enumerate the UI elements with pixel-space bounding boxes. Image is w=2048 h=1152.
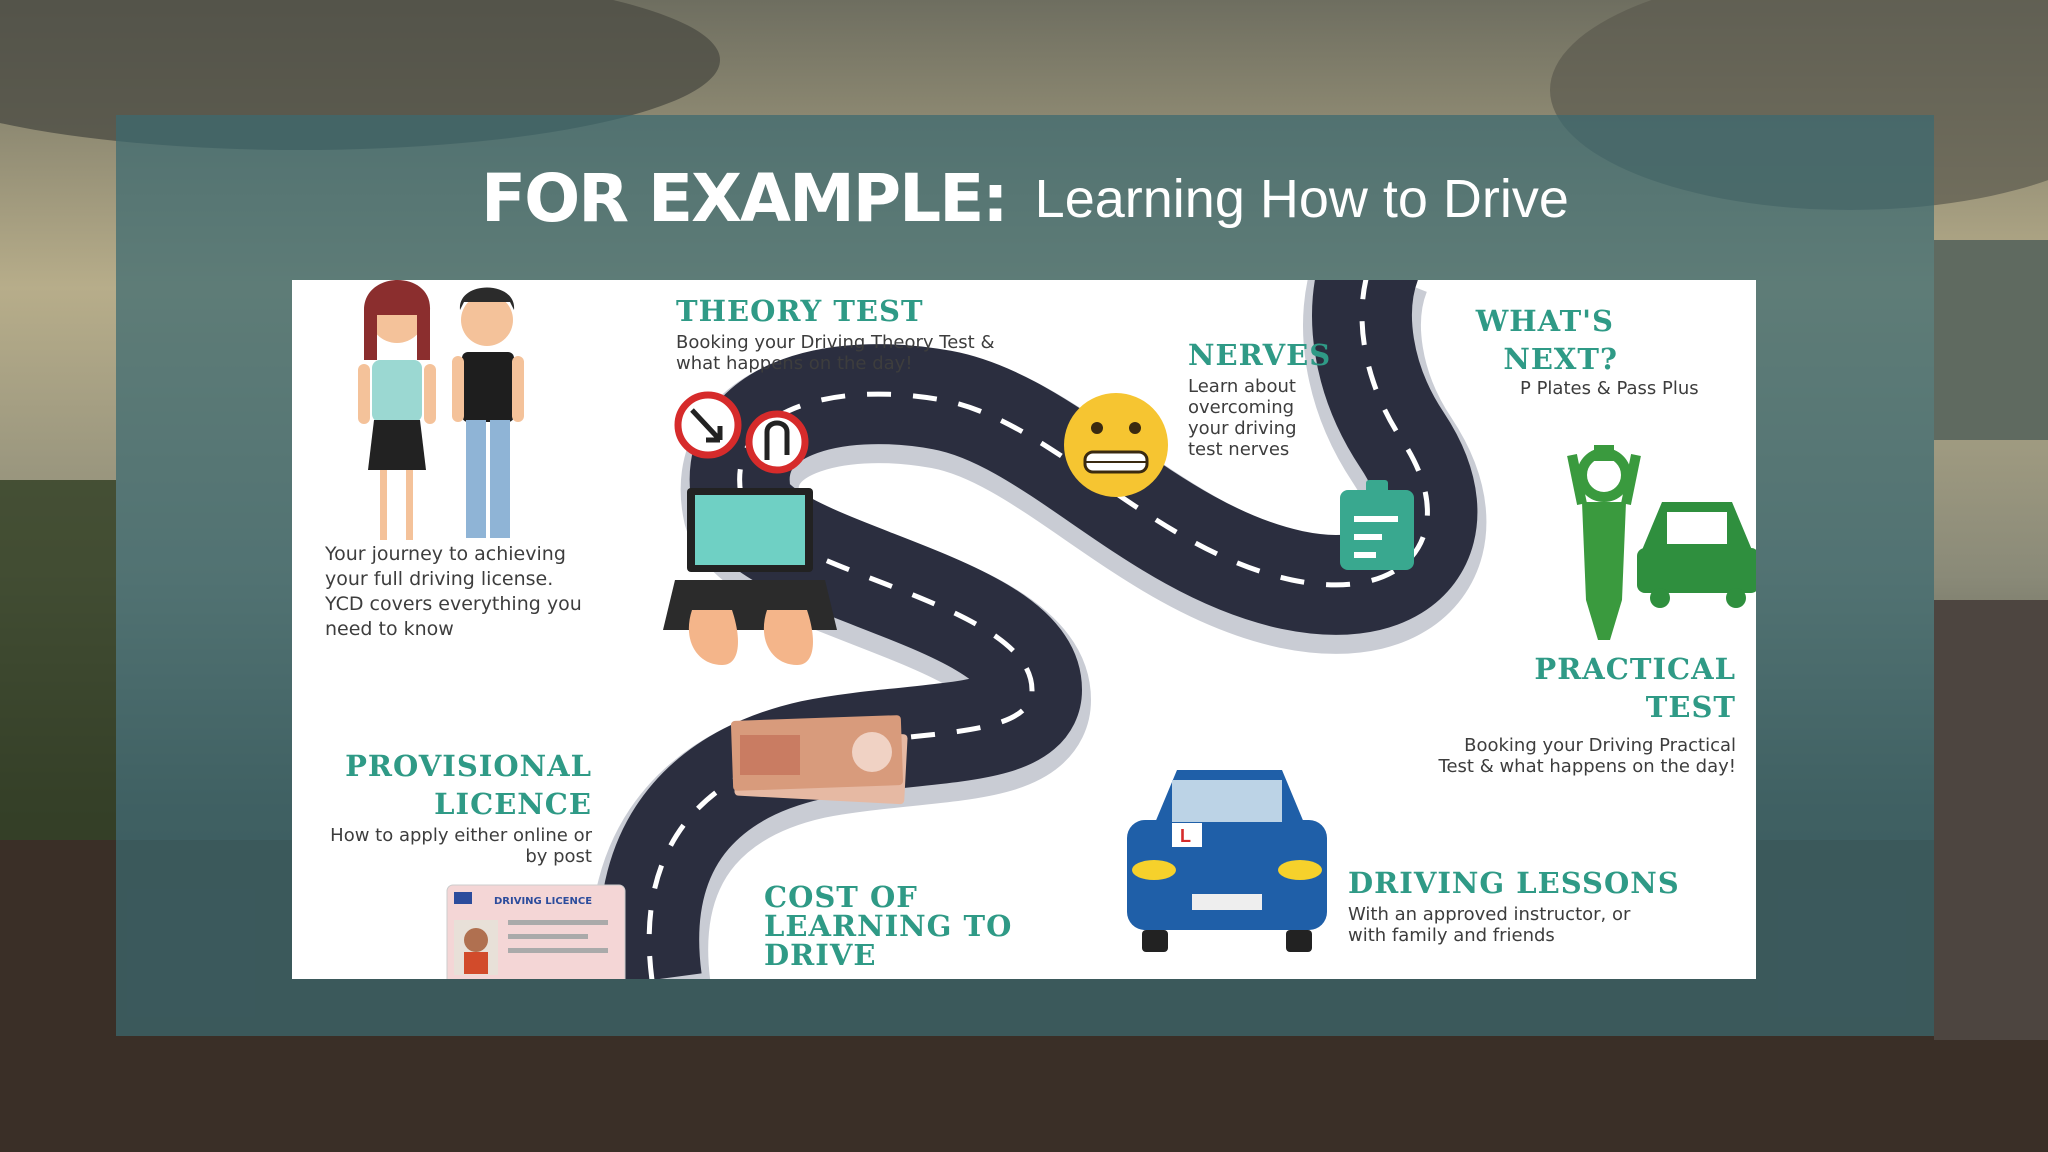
car-icon [1637,502,1756,608]
l-plate: L [1180,826,1191,846]
provisional-licence-heading-line2: LICENCE [434,787,592,821]
person-celebrating-icon [1567,445,1641,640]
grimace-emoji-icon [1064,393,1168,497]
nerves-heading: NERVES [1188,338,1332,372]
theory-test-heading: THEORY TEST [676,294,924,328]
practical-test-heading-line1: PRACTICAL [1534,652,1736,686]
no-right-turn-icon [674,391,742,459]
nerves-text: Learn about overcoming your driving test… [1188,376,1297,460]
banknotes-icon [730,715,908,805]
title-subject: Learning How to Drive [1034,168,1569,229]
driving-lessons-text: With an approved instructor, or with fam… [1348,904,1631,946]
infographic-art: L DRIVING LICENCE [358,280,1756,979]
slide-title: FOR EXAMPLE: Learning How to Drive [116,160,1934,250]
driving-lessons-heading: DRIVING LESSONS [1348,866,1680,900]
practical-test-text: Booking your Driving Practical Test & wh… [1438,735,1736,777]
title-prefix: FOR EXAMPLE: [481,160,1009,237]
no-u-turn-icon [745,410,809,474]
theory-test-text: Booking your Driving Theory Test & what … [676,332,995,374]
blue-car-icon: L [1127,770,1327,952]
provisional-licence-heading-line1: PROVISIONAL [345,749,592,783]
cost-heading-line1: COST OF [764,880,918,914]
checklist-icon [1340,480,1414,570]
driving-licence-card: DRIVING LICENCE [446,884,626,979]
whats-next-heading-line2: NEXT? [1503,342,1618,376]
laptop-icon [663,488,837,665]
cost-heading-line2: LEARNING TO [764,909,1013,943]
driving-journey-infographic: L DRIVING LICENCE Your journey to achiev… [292,280,1756,979]
licence-card-label: DRIVING LICENCE [494,896,592,907]
whats-next-text: P Plates & Pass Plus [1520,378,1699,399]
provisional-licence-text: How to apply either online or by post [330,825,592,867]
cost-heading-line3: DRIVE [764,938,877,972]
practical-test-heading-line2: TEST [1645,690,1736,724]
whats-next-heading-line1: WHAT'S [1475,304,1614,338]
people-illustration [358,280,524,540]
intro-text: Your journey to achieving your full driv… [325,543,582,640]
